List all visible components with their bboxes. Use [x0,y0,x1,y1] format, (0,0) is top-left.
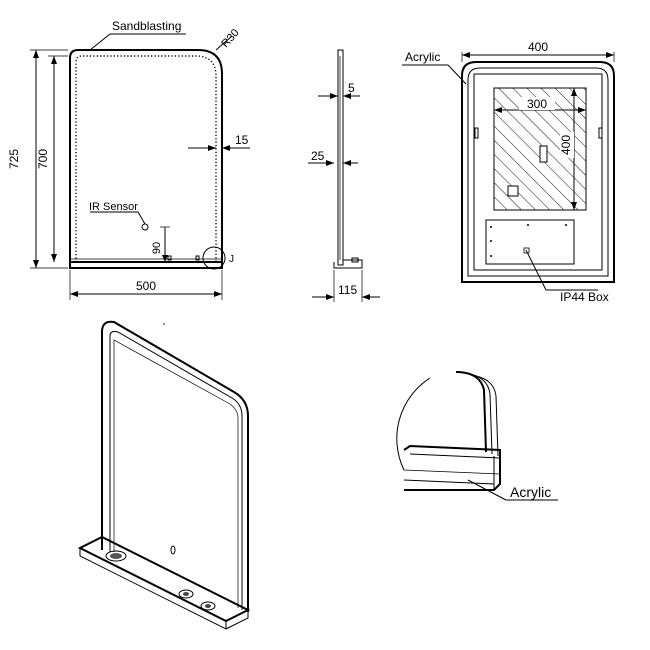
dim-15: 15 [235,133,249,147]
back-view: IP44 Box Acrylic 400 300 400 [402,40,615,304]
front-knob [167,255,172,261]
iso-ir-sensor [170,545,176,555]
dim-25: 25 [311,149,325,163]
front-sandblast-border [75,55,217,262]
iso-mirror-outline [101,320,249,612]
iso-speaker [105,550,127,562]
back-clip-left [474,127,479,139]
side-shelf [333,259,363,269]
back-inner-panel [473,73,603,271]
back-outer-frame [461,61,615,283]
front-mirror-outline [69,49,223,265]
detail-acrylic-label: Acrylic [510,484,551,500]
detail-circle-arc [396,377,431,471]
detail-frame [455,371,487,453]
dim-500: 500 [136,279,156,293]
iso-shelf-top [77,535,251,623]
sandblasting-label: Sandblasting [112,19,181,33]
dim-400-height: 400 [559,135,573,155]
side-view: 5 25 115 [308,49,380,302]
dim-300: 300 [527,97,547,111]
dim-115: 115 [338,283,357,297]
detail-j-circle [202,246,226,270]
back-slot [539,145,548,163]
back-clip-right [598,127,603,139]
front-shelf [69,261,223,269]
front-view: J Sandblasting R30 725 700 15 IR Sensor [7,19,250,300]
dim-700: 700 [36,149,50,169]
detail-j-view: Acrylic [396,371,558,501]
dim-90: 90 [151,242,163,254]
ip44-box [485,219,575,265]
ip44-label: IP44 Box [560,290,609,304]
back-acrylic-label: Acrylic [405,50,440,64]
ir-sensor-dot [141,223,149,231]
ir-sensor-label: IR Sensor [89,201,138,213]
dim-725: 725 [7,149,21,169]
side-mirror-profile [337,49,344,266]
detail-j-label: J [229,254,234,265]
iso-knob [200,601,216,611]
front-knob [195,255,200,261]
dim-400-width: 400 [528,40,548,54]
iso-knob [178,589,194,599]
side-knob [351,257,359,263]
back-square [507,185,519,197]
isometric-view [77,320,251,630]
dim-5: 5 [348,81,355,95]
radius-label: R30 [219,27,241,50]
